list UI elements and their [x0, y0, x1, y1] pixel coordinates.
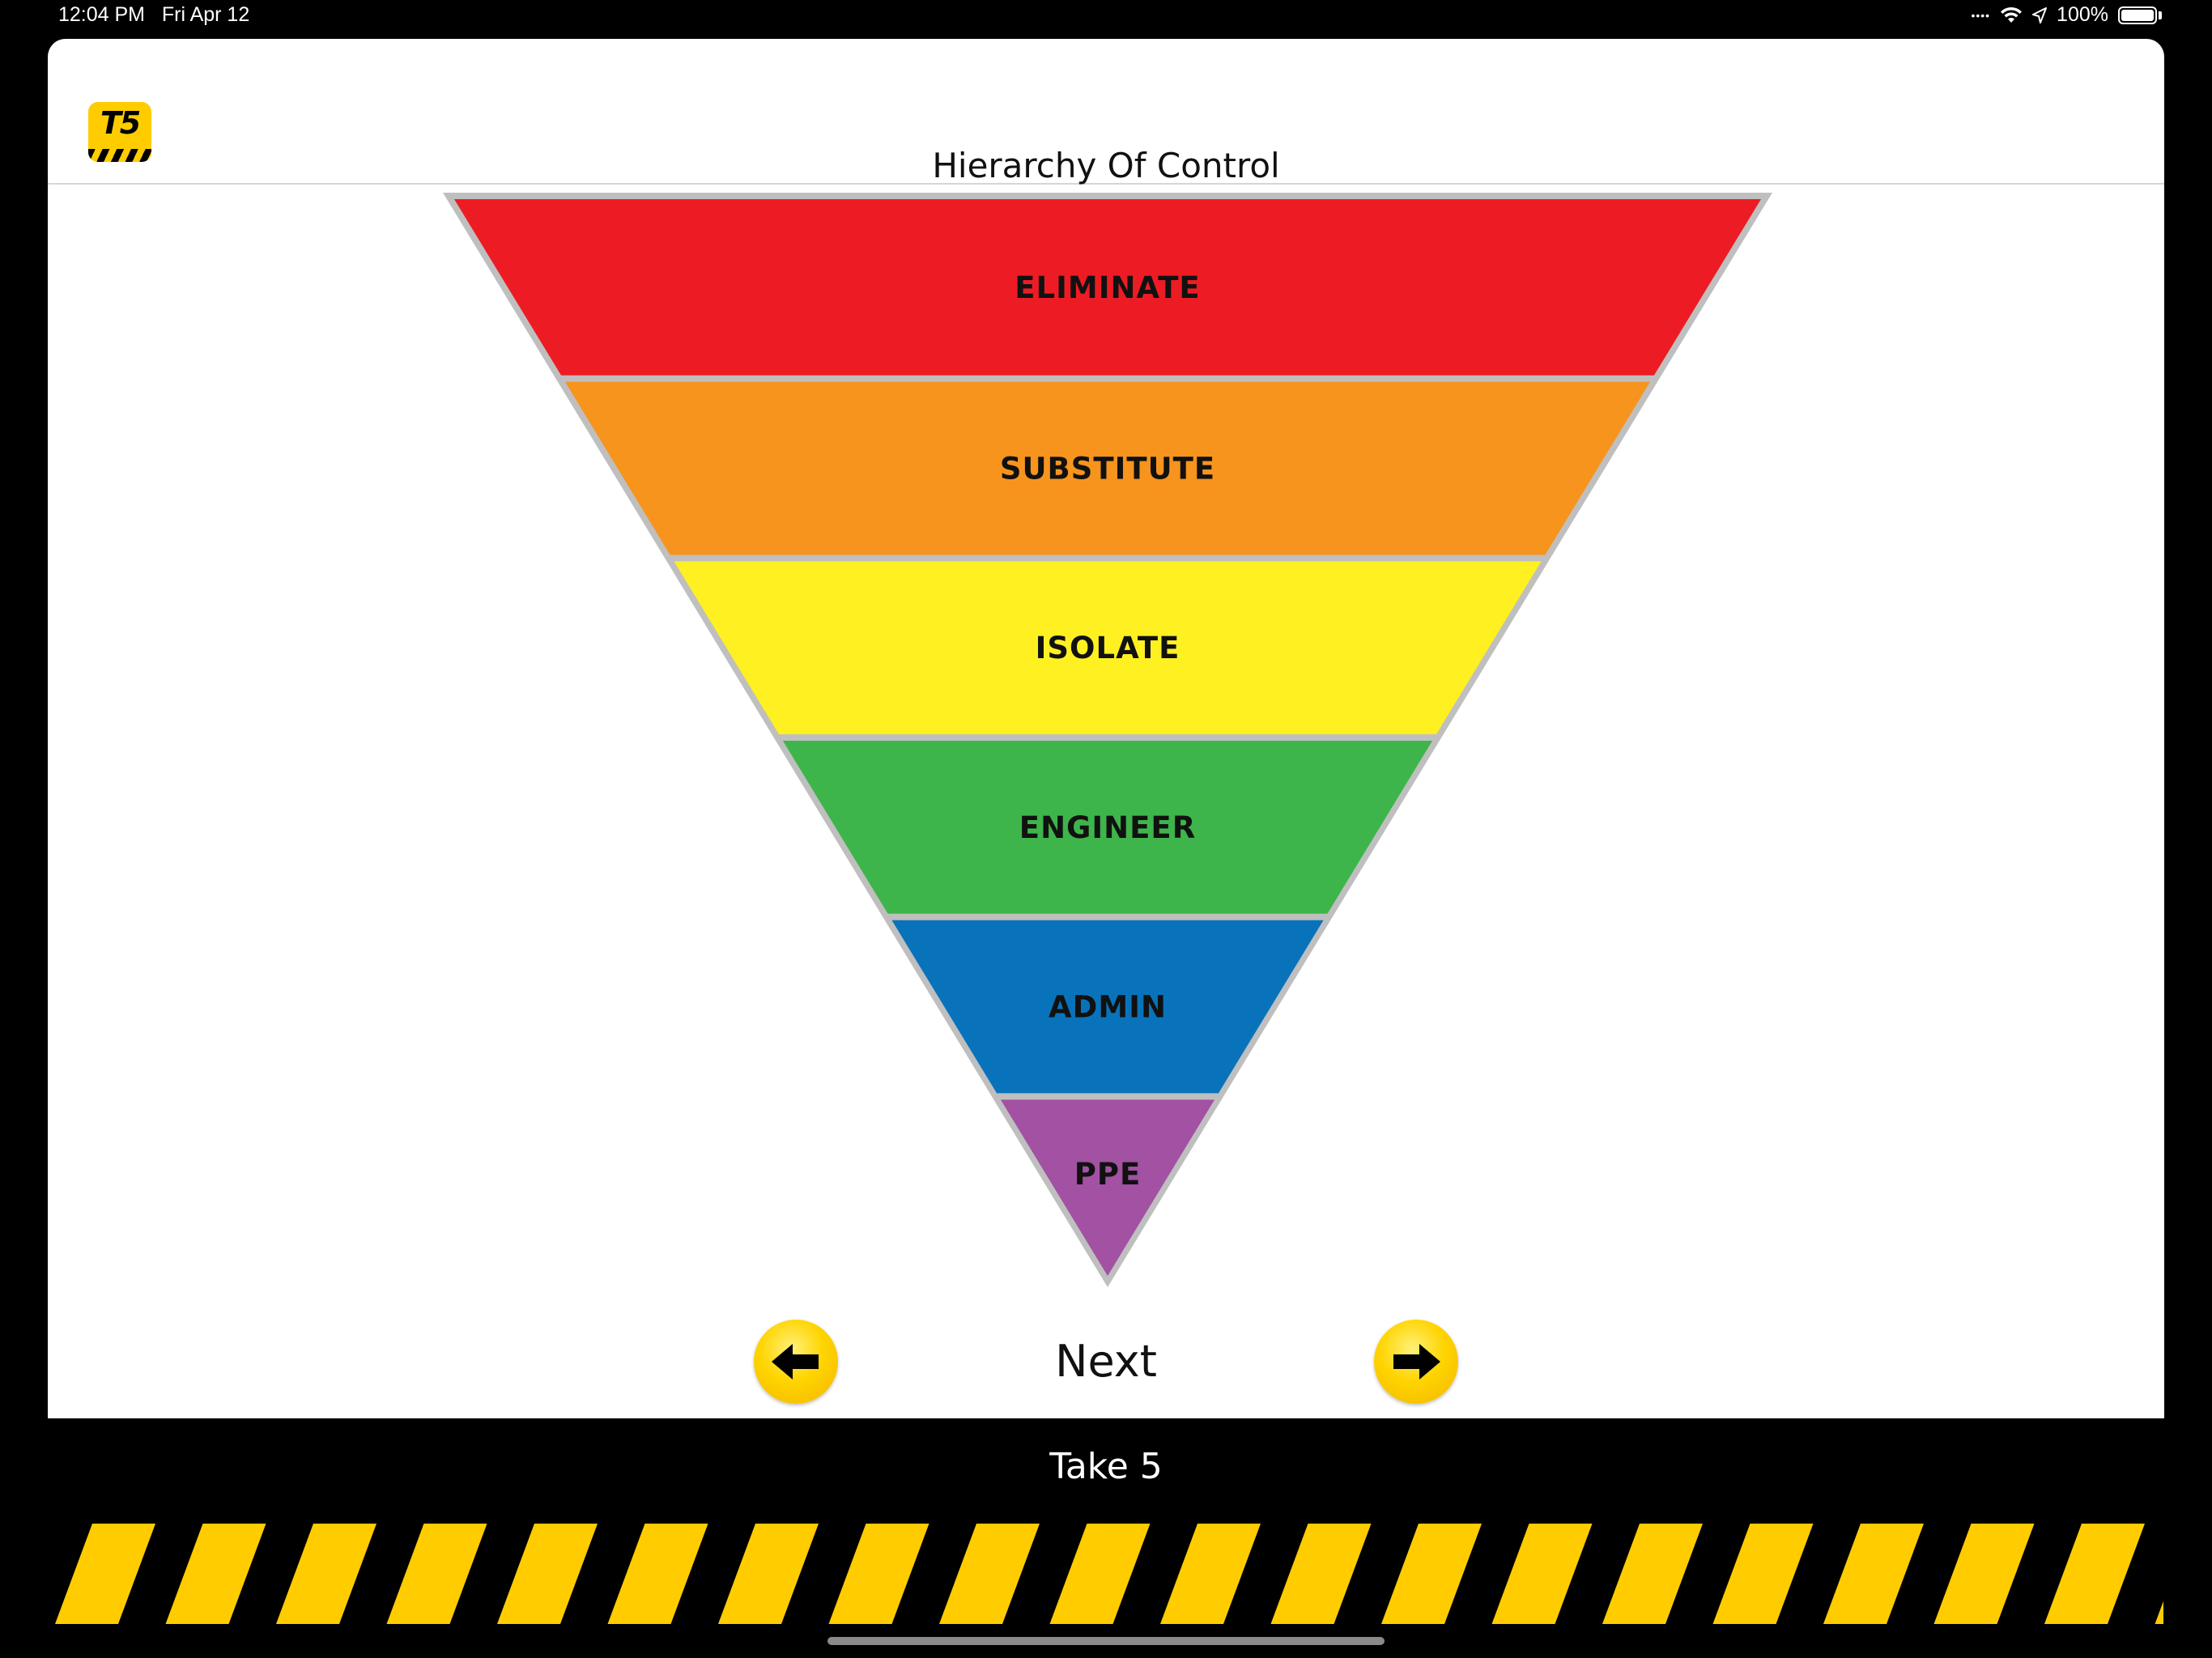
battery-percent: 100%: [2057, 3, 2108, 26]
pyramid-level-admin: [891, 920, 1324, 1094]
pyramid-level-label: PPE: [1074, 1157, 1142, 1192]
main-card: T5 Hierarchy Of Control ELIMINATE SUBSTIT…: [48, 39, 2164, 1418]
hazard-stripe: [1602, 1524, 1703, 1624]
hazard-stripe: [386, 1524, 487, 1624]
footer-title: Take 5: [1049, 1446, 1163, 1487]
hazard-stripe: [2155, 1601, 2163, 1624]
pyramid-level-label: ISOLATE: [1036, 631, 1180, 665]
pyramid-level-label: ELIMINATE: [1015, 270, 1200, 305]
arrow-left-icon: [772, 1344, 819, 1380]
hazard-stripe: [1160, 1524, 1261, 1624]
hazard-stripe: [718, 1524, 819, 1624]
app-logo[interactable]: T5: [88, 102, 151, 162]
pyramid-level-label: ADMIN: [1049, 990, 1167, 1025]
hazard-stripe-bar: [55, 1524, 2163, 1624]
hazard-stripe: [1823, 1524, 1924, 1624]
hazard-stripe: [1049, 1524, 1151, 1624]
logo-hazard-stripes: [88, 149, 151, 162]
pyramid-level-label: SUBSTITUTE: [1000, 452, 1215, 487]
hazard-stripe: [497, 1524, 598, 1624]
hazard-stripe: [939, 1524, 1040, 1624]
pyramid-level-engineer: [782, 741, 1433, 914]
status-bar: 12:04 PM Fri Apr 12 •••• 100%: [0, 0, 2212, 37]
hazard-stripe: [1270, 1524, 1372, 1624]
header-bar: T5 Hierarchy Of Control: [48, 39, 2164, 185]
status-indicators: •••• 100%: [1971, 3, 2162, 27]
page-title: Hierarchy Of Control: [932, 146, 1280, 185]
hazard-stripe: [1933, 1524, 2035, 1624]
arrow-right-icon: [1393, 1344, 1440, 1380]
pyramid-level-substitute: [564, 381, 1651, 555]
battery-level: [2121, 9, 2154, 21]
pyramid-level-eliminate: [454, 199, 1761, 376]
hazard-stripe: [607, 1524, 708, 1624]
hierarchy-pyramid: ELIMINATE SUBSTITUTE ISOLATE ENGINEER ADMIN P…: [443, 193, 1772, 1287]
location-arrow-icon: [2032, 6, 2048, 23]
hazard-stripe: [2044, 1524, 2145, 1624]
pyramid-level-isolate: [674, 561, 1542, 734]
previous-button[interactable]: [754, 1320, 838, 1404]
hazard-stripe: [1712, 1524, 1814, 1624]
hazard-stripe: [1491, 1524, 1593, 1624]
pyramid-level-ppe: [1000, 1099, 1215, 1276]
battery-cap: [2159, 11, 2162, 19]
hazard-stripe: [55, 1524, 155, 1624]
hazard-stripe: [1381, 1524, 1482, 1624]
pyramid-level-label: ENGINEER: [1019, 810, 1196, 845]
next-button[interactable]: [1374, 1320, 1458, 1404]
hazard-stripe: [165, 1524, 266, 1624]
status-time: 12:04 PM: [58, 3, 146, 26]
next-label: Next: [1055, 1336, 1157, 1387]
status-date: Fri Apr 12: [161, 3, 250, 26]
status-time-date: 12:04 PM Fri Apr 12: [58, 3, 249, 27]
logo-text: T5: [100, 105, 141, 141]
signal-dots-icon: ••••: [1971, 8, 1991, 22]
battery-icon: [2118, 6, 2157, 24]
wifi-icon: [2001, 6, 2023, 23]
hazard-stripe: [276, 1524, 376, 1624]
hazard-stripe: [828, 1524, 929, 1624]
home-indicator[interactable]: [827, 1637, 1385, 1645]
